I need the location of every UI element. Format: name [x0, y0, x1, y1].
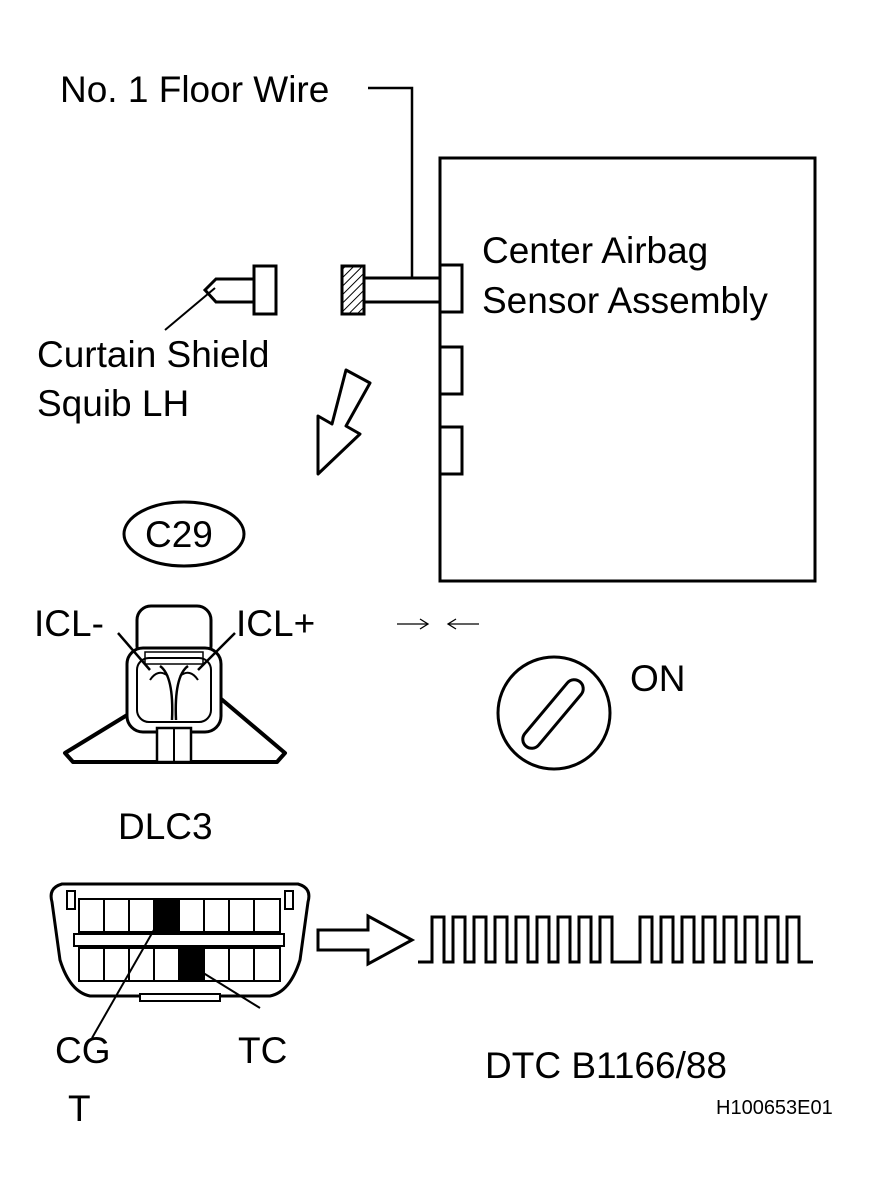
c29-connector-drawing: [63, 604, 287, 764]
airbag-label-line2: Sensor Assembly: [482, 280, 768, 321]
t-label: T: [68, 1088, 91, 1129]
dlc3-label: DLC3: [118, 806, 213, 847]
squib-connector: [164, 264, 278, 331]
squib-label-line2: Squib LH: [37, 383, 190, 424]
figure-id: H100653E01: [716, 1097, 833, 1119]
tc-terminal: [179, 948, 204, 981]
icl-minus-label: ICL-: [34, 603, 104, 644]
connect-arrows: [397, 618, 479, 630]
airbag-sensor-box: [438, 156, 817, 583]
airbag-label-line1: Center Airbag: [482, 230, 709, 271]
floor-wire-connector: [340, 264, 366, 316]
tc-label: TC: [238, 1030, 288, 1071]
dtc-label: DTC B1166/88: [485, 1045, 727, 1086]
dtc-pulse-signal: [418, 915, 813, 964]
cg-label: CG: [55, 1030, 111, 1071]
connector-code: C29: [145, 514, 213, 555]
ignition-state-label: ON: [630, 658, 686, 699]
disconnect-arrow: [316, 368, 372, 476]
flow-arrow: [316, 913, 416, 967]
squib-label-line1: Curtain Shield: [37, 334, 270, 375]
c29-oval: [122, 500, 246, 568]
ignition-switch-icon: [496, 655, 612, 771]
floor-wire: [340, 86, 440, 316]
floor-wire-label: No. 1 Floor Wire: [60, 69, 330, 110]
icl-plus-label: ICL+: [236, 603, 316, 644]
cg-terminal: [154, 899, 179, 932]
dlc3-connector: [49, 882, 311, 1039]
